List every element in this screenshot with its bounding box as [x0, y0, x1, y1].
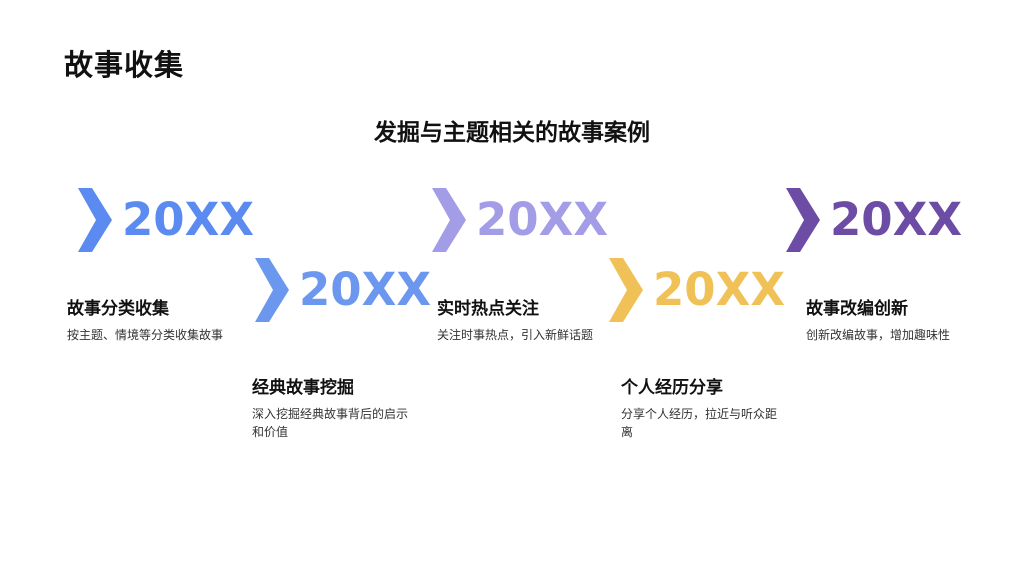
- chevron-right-icon: [786, 188, 820, 252]
- step-year: 20XX: [299, 263, 432, 316]
- step-year: 20XX: [830, 193, 963, 246]
- step-description: 深入挖掘经典故事背后的启示和价值: [252, 407, 409, 439]
- step-heading: 实时热点关注: [437, 299, 539, 319]
- step-description: 按主题、情境等分类收集故事: [67, 328, 224, 342]
- step-heading: 故事分类收集: [67, 299, 169, 319]
- step-heading: 故事改编创新: [806, 299, 908, 319]
- step-year: 20XX: [653, 263, 786, 316]
- step-description: 分享个人经历，拉近与听众距离: [621, 407, 778, 439]
- step-heading: 个人经历分享: [621, 378, 723, 398]
- step-year: 20XX: [122, 193, 255, 246]
- page-title: 故事收集: [64, 48, 185, 82]
- chevron-right-icon: [432, 188, 466, 252]
- step-heading: 经典故事挖掘: [252, 378, 354, 398]
- step-year: 20XX: [476, 193, 609, 246]
- slide-subtitle: 发掘与主题相关的故事案例: [374, 120, 650, 146]
- chevron-right-icon: [609, 258, 643, 322]
- step-description: 创新改编故事，增加趣味性: [806, 328, 951, 342]
- step-description: 关注时事热点，引入新鲜话题: [437, 328, 594, 342]
- chevron-right-icon: [255, 258, 289, 322]
- chevron-right-icon: [78, 188, 112, 252]
